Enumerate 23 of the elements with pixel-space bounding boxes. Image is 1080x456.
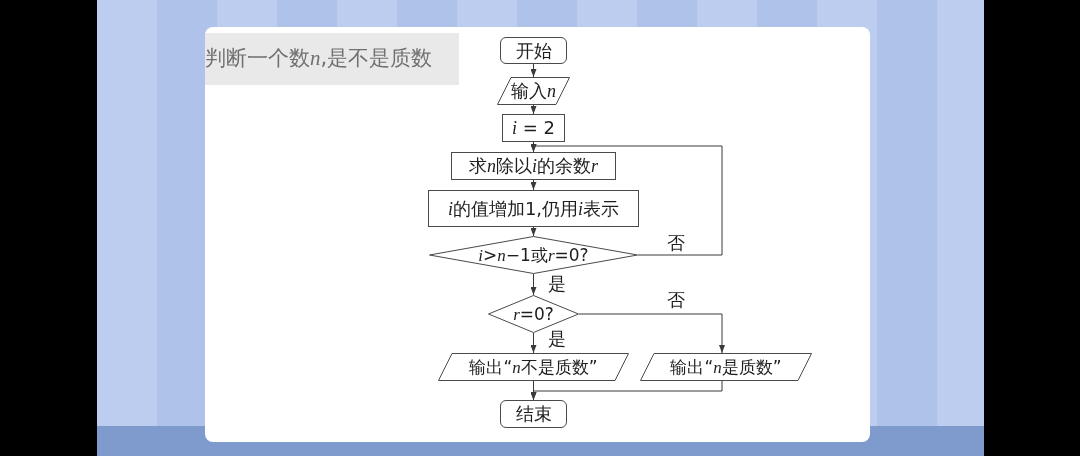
io-parallelogram: 输入n (497, 77, 570, 105)
flow-arrow (530, 332, 537, 354)
edge-label: 否 (667, 291, 685, 309)
title: 判断一个数n,是不是质数 (205, 33, 459, 85)
io-parallelogram: 输出“n不是质数” (438, 353, 629, 381)
process-box: 求n除以i的余数r (451, 152, 616, 180)
process-box: i = 2 (502, 114, 565, 142)
process-box: i的值增加1,仍用i表示 (428, 190, 639, 227)
flow-arrow (530, 273, 537, 296)
terminal-box: 结束 (500, 400, 567, 428)
io-parallelogram: 输出“n是质数” (640, 353, 812, 381)
flow-arrow (530, 179, 537, 191)
flow-arrow (530, 226, 537, 237)
flow-arrow (530, 104, 537, 115)
edge-label: 否 (667, 234, 685, 252)
flow-arrow (578, 313, 725, 354)
flow-arrow (530, 380, 723, 401)
edge-label: 是 (548, 330, 566, 348)
flow-arrow (530, 63, 537, 78)
edge-label: 是 (548, 275, 566, 293)
flow-arrow (530, 144, 723, 256)
decision-diamond: i>n−1或r=0? (429, 236, 638, 274)
terminal-box: 开始 (500, 37, 567, 64)
